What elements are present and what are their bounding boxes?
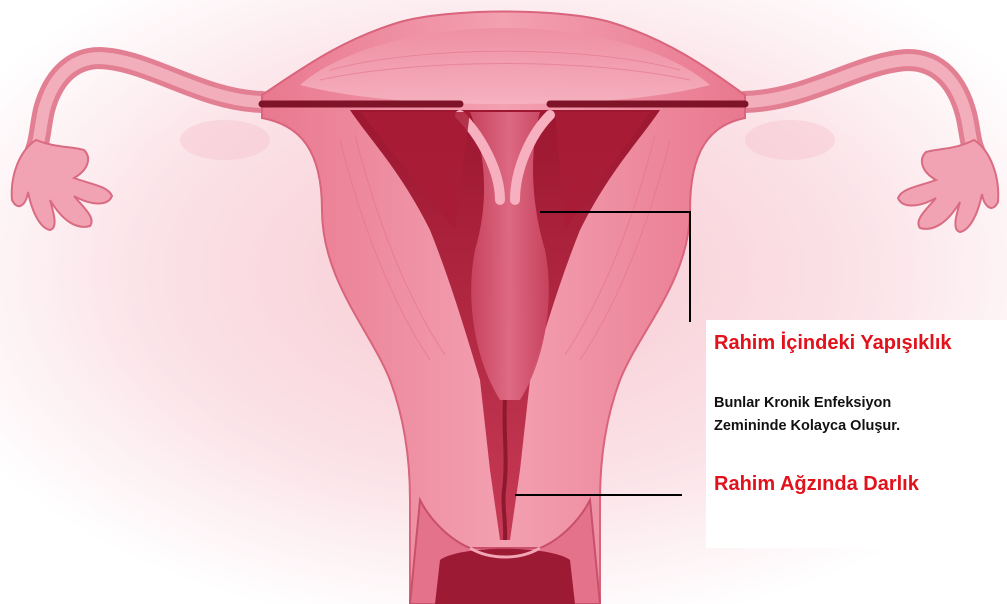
description-line-2: Zemininde Kolayca Oluşur.: [714, 415, 900, 438]
description-line-1: Bunlar Kronik Enfeksiyon: [714, 392, 891, 415]
adhesion-title: Rahim İçindeki Yapışıklık: [714, 332, 952, 355]
cervical-canal: [503, 400, 505, 540]
stenosis-title: Rahim Ağzında Darlık: [714, 473, 919, 496]
right-ovary: [745, 120, 835, 160]
left-ovary: [180, 120, 270, 160]
